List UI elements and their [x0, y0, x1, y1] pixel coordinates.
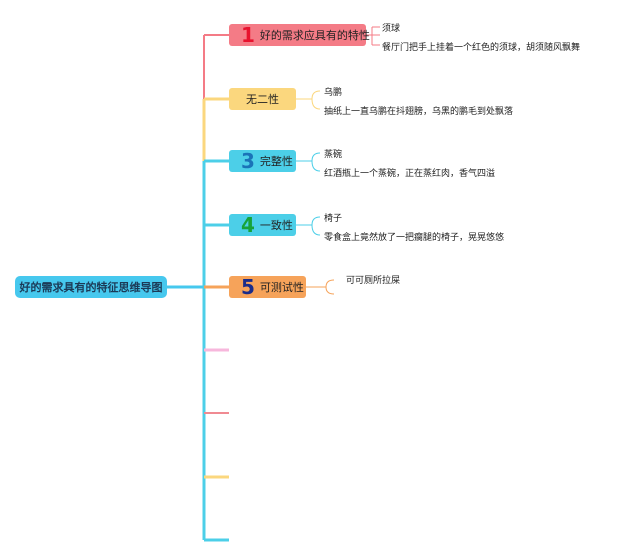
- branch-2[interactable]: 无二性: [229, 88, 296, 110]
- leaf-bracket-2: [296, 90, 321, 110]
- branch-5[interactable]: 5 可测试性: [229, 276, 306, 298]
- root-node[interactable]: 好的需求具有的特征思维导图: [15, 276, 167, 298]
- root-label: 好的需求具有的特征思维导图: [19, 281, 163, 294]
- branch-5-number: 5: [241, 275, 255, 299]
- leaf-1-2[interactable]: 餐厅门把手上挂着一个红色的须球，胡须随风飘舞: [382, 43, 581, 53]
- leaf-4-1[interactable]: 椅子: [324, 214, 343, 224]
- leaf-5-1[interactable]: 可可厕所拉屎: [346, 276, 401, 286]
- leaf-2-1[interactable]: 乌鹏: [324, 88, 343, 98]
- leaf-4-2[interactable]: 零食盒上竟然放了一把瘸腿的椅子，晃晃悠悠: [324, 233, 505, 243]
- branch-3-number: 3: [241, 149, 255, 173]
- branch-1-label: 好的需求应具有的特性: [259, 29, 370, 42]
- branch-2-label: 无二性: [246, 93, 279, 106]
- branch-4-label: 一致性: [259, 219, 293, 232]
- branch-4-number: 4: [241, 213, 255, 237]
- branch-3-label: 完整性: [259, 155, 293, 168]
- leaf-bracket-5: [306, 279, 335, 295]
- leaf-bracket-1: [366, 26, 380, 46]
- leaf-bracket-4: [296, 216, 321, 236]
- branch-3[interactable]: 3 完整性: [229, 150, 296, 172]
- branch-1[interactable]: 1 好的需求应具有的特性: [229, 23, 370, 47]
- branch-4[interactable]: 4 一致性: [229, 214, 296, 236]
- branch-5-label: 可测试性: [259, 281, 304, 294]
- leaf-3-2[interactable]: 红酒瓶上一个蒸碗，正在蒸红肉，香气四溢: [324, 169, 496, 179]
- branch-1-number: 1: [241, 23, 255, 47]
- leaf-2-2[interactable]: 抽纸上一直乌鹏在抖翅膀，乌黑的鹏毛到处飘落: [324, 107, 514, 117]
- leaf-1-1[interactable]: 须球: [382, 24, 401, 34]
- leaf-3-1[interactable]: 蒸碗: [324, 150, 343, 160]
- leaf-bracket-3: [296, 152, 321, 172]
